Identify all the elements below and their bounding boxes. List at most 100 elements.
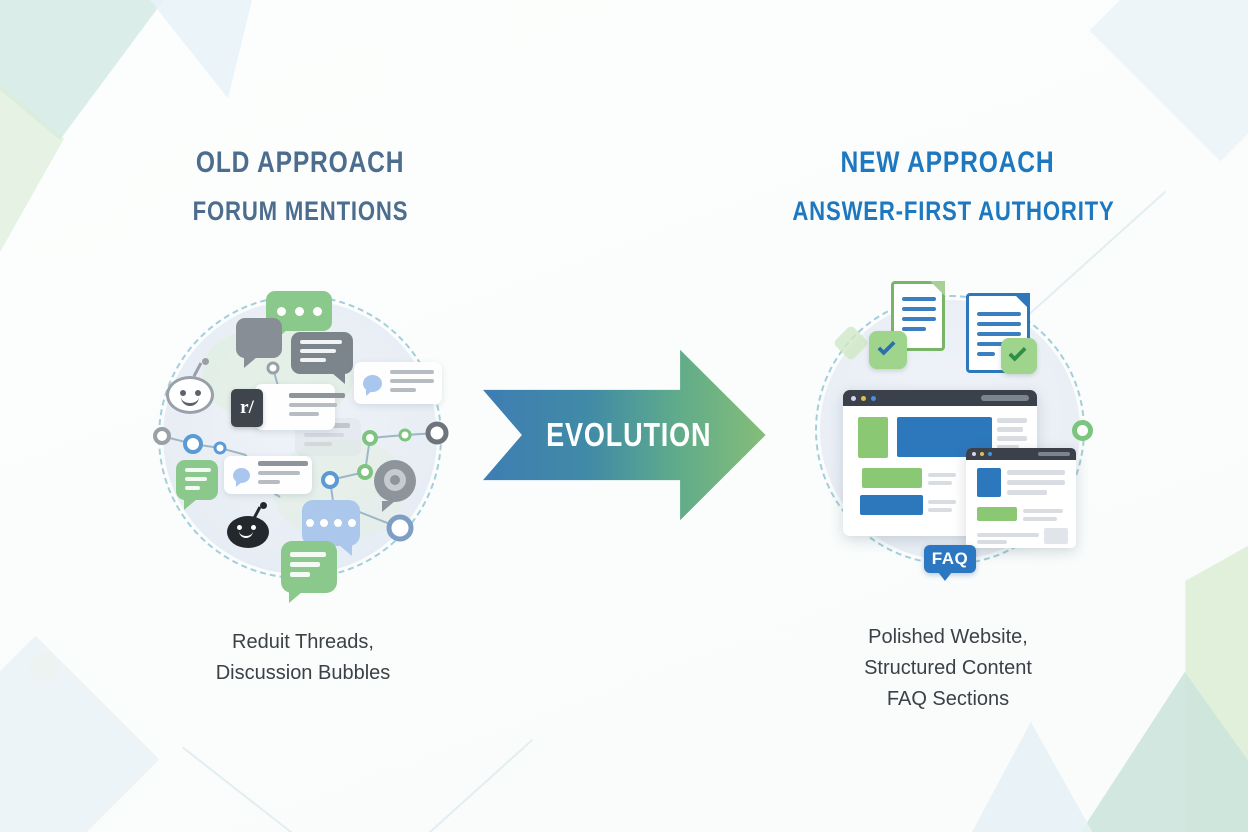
placeholder-line xyxy=(997,427,1023,432)
content-block-blue xyxy=(977,468,1001,497)
antenna xyxy=(192,362,202,377)
placeholder-lines xyxy=(176,460,218,490)
placeholder-line xyxy=(928,473,956,477)
typing-dots xyxy=(266,291,332,331)
placeholder-line xyxy=(1023,509,1063,513)
comment-ring-bubble-icon xyxy=(374,460,416,512)
content-block-green xyxy=(858,417,888,458)
snoo-head xyxy=(166,376,214,414)
antenna-dot xyxy=(202,358,209,365)
reddit-snoo-dark-icon xyxy=(227,502,271,548)
content-block-green xyxy=(862,468,922,488)
r-slash-label: r/ xyxy=(240,397,254,418)
evolution-label: EVOLUTION xyxy=(546,416,712,453)
placeholder-line xyxy=(1007,470,1065,475)
placeholder-line xyxy=(977,533,1039,537)
content-block-blue xyxy=(860,495,923,515)
page-fold xyxy=(930,281,945,296)
left-title-line1-text: OLD APPROACH xyxy=(195,146,405,179)
browser-header xyxy=(843,390,1037,406)
check-mark xyxy=(1008,343,1027,362)
reddit-r-slash-icon: r/ xyxy=(231,389,263,427)
corner-decor-triangle xyxy=(972,722,1093,832)
green-ring-node-icon xyxy=(1072,420,1093,441)
left-title-line2-text: FORUM MENTIONS xyxy=(192,196,408,226)
corner-decor-circle xyxy=(30,653,58,681)
forum-mention-card xyxy=(354,362,442,404)
address-bar xyxy=(981,395,1029,401)
blue-chat-bubble-icon xyxy=(302,500,360,556)
secondary-browser-window xyxy=(966,448,1076,548)
placeholder-line xyxy=(977,540,1007,544)
placeholder-line xyxy=(997,436,1027,441)
antenna-dot xyxy=(260,502,267,509)
dark-chat-bubble-icon xyxy=(291,332,353,384)
green-chat-bubble-icon xyxy=(176,460,218,510)
placeholder-lines xyxy=(258,461,308,489)
right-caption-line3: FAQ Sections xyxy=(886,688,1010,710)
browser-header xyxy=(966,448,1076,460)
left-caption-line2: Discussion Bubbles xyxy=(215,662,391,684)
window-dot xyxy=(871,395,876,401)
placeholder-line xyxy=(928,508,952,512)
snoo-head xyxy=(227,516,269,548)
green-chat-bubble-icon xyxy=(281,541,337,603)
placeholder-lines xyxy=(390,369,434,397)
placeholder-line xyxy=(997,418,1027,423)
discussion-card xyxy=(224,456,312,494)
evolution-arrow: EVOLUTION xyxy=(483,349,766,521)
placeholder-lines xyxy=(289,393,345,421)
right-title-block: NEW APPROACH ANSWER-FIRST AUTHORITY xyxy=(757,148,1137,225)
comment-icon xyxy=(233,467,250,487)
typing-dots xyxy=(302,500,360,546)
window-dot xyxy=(972,452,976,456)
left-title-line2: FORUM MENTIONS xyxy=(120,198,480,225)
subreddit-card xyxy=(255,384,345,430)
check-badge-icon xyxy=(869,331,907,369)
placeholder-line xyxy=(928,500,956,504)
left-title-block: OLD APPROACH FORUM MENTIONS xyxy=(120,148,480,225)
placeholder-line xyxy=(1007,490,1047,495)
check-mark xyxy=(877,337,896,356)
left-caption-line1: Reduit Threads, xyxy=(232,631,374,653)
decor-line xyxy=(308,739,533,832)
left-caption: Reduit Threads, Discussion Bubbles xyxy=(123,627,483,689)
right-caption-line1: Polished Website, xyxy=(868,626,1028,648)
address-bar xyxy=(1038,452,1070,456)
placeholder-line xyxy=(1007,480,1065,485)
right-caption-line2: Structured Content xyxy=(864,657,1032,679)
faq-label: FAQ xyxy=(931,549,969,568)
document-lines xyxy=(969,296,1027,356)
window-dot xyxy=(851,395,856,401)
donut-ring xyxy=(384,469,406,491)
content-block-gray xyxy=(1044,528,1068,544)
right-title-line2: ANSWER-FIRST AUTHORITY xyxy=(757,198,1137,225)
placeholder-lines xyxy=(281,541,337,577)
right-title-line1: NEW APPROACH xyxy=(757,148,1137,178)
faq-badge: FAQ xyxy=(924,545,976,581)
window-dot xyxy=(980,452,984,456)
placeholder-line xyxy=(997,445,1019,450)
decor-line xyxy=(182,747,420,832)
placeholder-line xyxy=(928,481,952,485)
comment-icon xyxy=(363,374,382,396)
reddit-snoo-icon xyxy=(166,358,218,414)
corner-decor-triangle xyxy=(150,0,252,99)
approved-document-icon xyxy=(891,281,945,351)
document-lines xyxy=(894,284,942,331)
placeholder-line xyxy=(1023,517,1057,521)
right-title-line1-text: NEW APPROACH xyxy=(840,146,1054,179)
check-badge-icon xyxy=(1001,338,1037,374)
corner-decor-diamond xyxy=(1089,0,1248,162)
corner-decor-triangle xyxy=(1185,545,1248,832)
window-dot xyxy=(861,395,866,401)
content-block-green xyxy=(977,507,1017,521)
page-fold xyxy=(1013,293,1030,310)
placeholder-lines xyxy=(291,332,353,362)
network-graph-icon xyxy=(153,361,449,542)
window-dot xyxy=(988,452,992,456)
right-caption: Polished Website, Structured Content FAQ… xyxy=(768,622,1128,715)
right-title-line2-text: ANSWER-FIRST AUTHORITY xyxy=(792,196,1115,226)
left-title-line1: OLD APPROACH xyxy=(120,148,480,178)
